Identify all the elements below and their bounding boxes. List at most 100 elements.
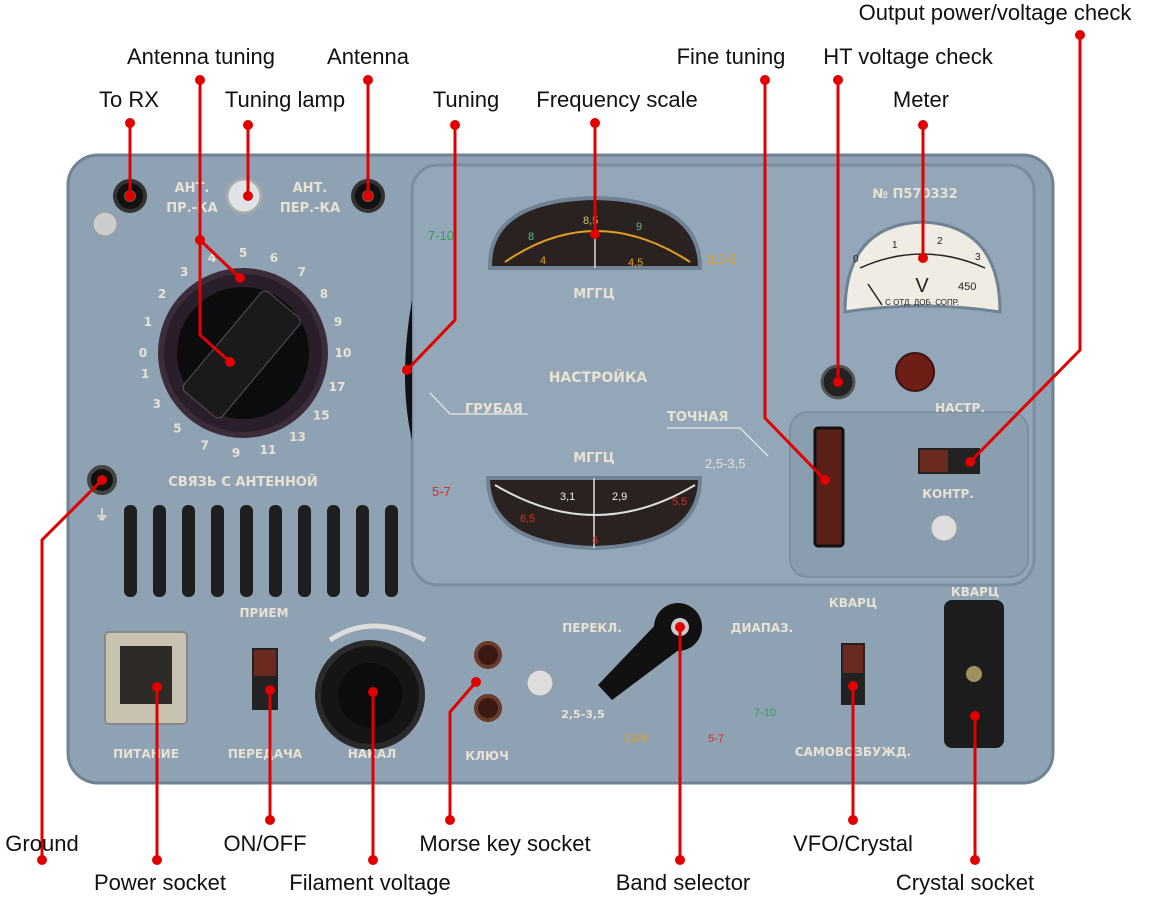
svg-text:5-7: 5-7 bbox=[708, 733, 724, 745]
callout-line bbox=[198, 238, 242, 280]
svg-text:4,5: 4,5 bbox=[628, 257, 643, 269]
svg-text:КВАРЦ: КВАРЦ bbox=[951, 585, 999, 599]
vent-slot bbox=[327, 505, 340, 597]
callout-line bbox=[968, 35, 1082, 464]
callout-dot bbox=[368, 855, 378, 865]
dial-number: 1 bbox=[141, 367, 149, 381]
callout-dot bbox=[125, 191, 135, 201]
callout-dot bbox=[265, 685, 275, 695]
morse-key-jack-2[interactable] bbox=[474, 694, 502, 722]
svg-text:2,5-3,5: 2,5-3,5 bbox=[561, 708, 605, 721]
dial-number: 8 bbox=[320, 287, 328, 301]
callout-fine-tuning: Fine tuning bbox=[676, 44, 786, 69]
callout-dot bbox=[675, 622, 685, 632]
vent-slot bbox=[211, 505, 224, 597]
callout-line bbox=[198, 80, 232, 364]
svg-text:3: 3 bbox=[975, 252, 981, 263]
mhz-top-label: МГГЦ bbox=[573, 287, 615, 302]
callout-dot bbox=[965, 457, 975, 467]
callout-dot bbox=[243, 191, 253, 201]
svg-text:КЛЮЧ: КЛЮЧ bbox=[465, 749, 509, 763]
callout-dot bbox=[471, 677, 481, 687]
callout-power-socket: Power socket bbox=[93, 870, 227, 895]
callout-dot bbox=[970, 711, 980, 721]
vent-slot bbox=[269, 505, 282, 597]
callout-lines bbox=[37, 30, 1085, 865]
callout-filament: Filament voltage bbox=[289, 870, 451, 895]
dial-number: 13 bbox=[289, 430, 306, 444]
callout-dot bbox=[590, 118, 600, 128]
callout-dot bbox=[265, 815, 275, 825]
callout-dot bbox=[195, 75, 205, 85]
callout-tuning: Tuning bbox=[432, 87, 500, 112]
fine-tuning-wheel[interactable] bbox=[813, 426, 845, 548]
callout-dot bbox=[848, 681, 858, 691]
svg-text:2,9: 2,9 bbox=[612, 491, 627, 503]
ant-right-label: АНТ. bbox=[293, 181, 328, 196]
vent-slot bbox=[240, 505, 253, 597]
callout-dot bbox=[450, 120, 460, 130]
callout-dot bbox=[820, 475, 830, 485]
dial-number: 17 bbox=[329, 380, 346, 394]
vent-slot bbox=[356, 505, 369, 597]
dial-number: 9 bbox=[232, 446, 240, 460]
callout-dot bbox=[243, 120, 253, 130]
svg-text:⏚: ⏚ bbox=[95, 508, 109, 524]
svg-text:ДИАПАЗ.: ДИАПАЗ. bbox=[731, 621, 793, 635]
band-3-5-5-label: 3,5-5 bbox=[707, 252, 737, 267]
tuning-label: НАСТРОЙКА bbox=[549, 369, 648, 386]
svg-text:9: 9 bbox=[636, 221, 642, 233]
ventilation-slots bbox=[124, 505, 398, 597]
svg-text:2: 2 bbox=[937, 236, 943, 247]
dial-number: 10 bbox=[335, 346, 352, 360]
callout-dot bbox=[833, 377, 843, 387]
callout-dot bbox=[152, 855, 162, 865]
callout-to-rx: To RX bbox=[99, 87, 159, 112]
callout-band-selector: Band selector bbox=[615, 870, 751, 895]
callout-ground: Ground bbox=[5, 831, 79, 856]
callout-dot bbox=[125, 118, 135, 128]
callout-dot bbox=[833, 75, 843, 85]
svg-text:ПИТАНИЕ: ПИТАНИЕ bbox=[113, 747, 179, 761]
dial-number: 15 bbox=[313, 408, 330, 422]
band-2-5-3-5-label: 2,5-3,5 bbox=[705, 456, 745, 471]
callout-dot bbox=[918, 253, 928, 263]
svg-text:НАСТР.: НАСТР. bbox=[935, 401, 985, 415]
dial-number: 3 bbox=[180, 265, 188, 279]
screw-icon bbox=[92, 211, 118, 237]
svg-text:ПЕРЕДАЧА: ПЕРЕДАЧА bbox=[228, 747, 303, 761]
callout-antenna: Antenna bbox=[327, 44, 409, 69]
callout-dot bbox=[402, 365, 412, 375]
svg-text:4: 4 bbox=[540, 255, 546, 267]
svg-text:450: 450 bbox=[958, 281, 976, 293]
ant-right-label-2: ПЕР.-КА bbox=[280, 201, 340, 216]
svg-text:С ОТД. ДОБ. СОПР.: С ОТД. ДОБ. СОПР. bbox=[885, 298, 959, 307]
svg-text:КОНТР.: КОНТР. bbox=[922, 487, 974, 501]
callout-line bbox=[448, 681, 478, 820]
callout-crystal-socket: Crystal socket bbox=[895, 870, 1035, 895]
vent-slot bbox=[182, 505, 195, 597]
ant-left-label: АНТ. bbox=[175, 181, 210, 196]
svg-text:0: 0 bbox=[853, 254, 859, 265]
dial-number: 6 bbox=[270, 251, 278, 265]
callout-vfo-crystal: VFO/Crystal bbox=[793, 831, 913, 856]
callout-line bbox=[763, 80, 827, 482]
svg-text:8: 8 bbox=[528, 231, 534, 243]
callout-output-check: Output power/voltage check bbox=[858, 0, 1132, 25]
dial-number: 1 bbox=[144, 315, 152, 329]
morse-key-jack[interactable] bbox=[474, 641, 502, 669]
callout-dot bbox=[1075, 30, 1085, 40]
callout-line bbox=[405, 125, 457, 372]
band-7-10-label: 7-10 bbox=[428, 228, 454, 243]
callout-line bbox=[40, 478, 104, 860]
mhz-bottom-label: МГГЦ bbox=[573, 451, 615, 466]
callout-dot bbox=[368, 687, 378, 697]
callout-on-off: ON/OFF bbox=[223, 831, 307, 856]
svg-text:7-10: 7-10 bbox=[754, 707, 776, 719]
coupling-label: СВЯЗЬ С АНТЕННОЙ bbox=[168, 474, 318, 490]
dial-number: 5 bbox=[173, 421, 181, 435]
vent-slot bbox=[385, 505, 398, 597]
ant-left-label-2: ПР.-КА bbox=[166, 201, 217, 216]
